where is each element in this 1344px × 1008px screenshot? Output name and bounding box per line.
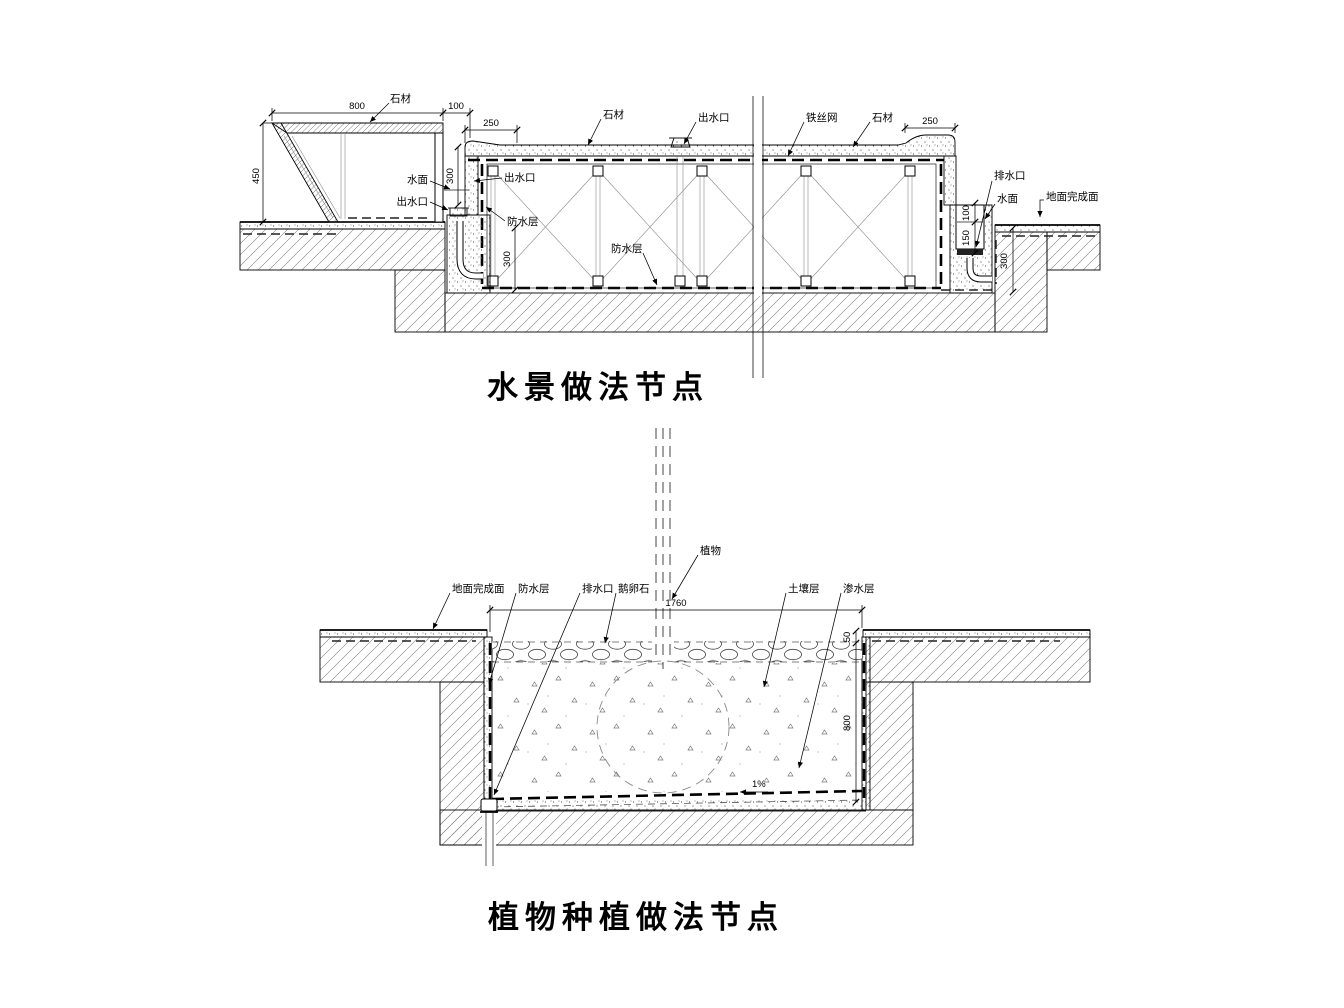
soil-layer <box>492 638 862 794</box>
dim-100: 100 <box>448 101 464 112</box>
pool-cross-braces <box>492 169 911 285</box>
pit-drain <box>480 798 498 868</box>
dim-150: 150 <box>961 230 972 246</box>
planting-surface-band <box>319 629 1091 642</box>
planting-ground-hatch <box>319 636 1091 846</box>
planting-annotations: 地面完成面 防水层 排水口 鹅卵石 植物 土壤层 渗水层 <box>432 544 875 796</box>
label-plant: 植物 <box>700 544 721 557</box>
label-outlet-left: 出水口 <box>397 195 429 208</box>
plant-stem <box>655 428 671 669</box>
label-waterproof-p: 防水层 <box>518 582 550 595</box>
left-outlet-trench <box>444 189 491 294</box>
planting-dimensions: 1760 50 800 <box>486 598 866 806</box>
dim-250-left: 250 <box>483 118 499 129</box>
dim-450: 450 <box>251 168 262 184</box>
dim-50: 50 <box>842 632 853 643</box>
scupper-structure <box>270 122 444 223</box>
cobblestone-layer <box>492 641 862 663</box>
planting-detail-title: 植物种植做法节点 <box>488 900 784 935</box>
label-outlet-pool: 出水口 <box>504 171 536 184</box>
dim-300-lower: 300 <box>502 251 513 267</box>
pool-stone-slab <box>464 134 957 216</box>
label-ground-finish-p: 地面完成面 <box>452 582 505 595</box>
dim-300-basin: 300 <box>445 168 456 184</box>
water-annotations: 石材 石材 出水口 铁丝网 石材 水面 出水口 出水口 防水层 防水层 排水口 … <box>369 92 1099 286</box>
label-stone-1: 石材 <box>390 92 411 105</box>
label-seepage: 渗水层 <box>843 582 875 595</box>
dim-800-depth: 800 <box>842 715 853 731</box>
label-slope: 1% <box>752 779 766 790</box>
label-water-surface-left: 水面 <box>407 174 428 186</box>
label-drain-p: 排水口 <box>582 582 614 595</box>
label-cobblestone: 鹅卵石 <box>618 582 650 595</box>
dim-250-right: 250 <box>922 116 938 127</box>
right-drain-trench <box>949 204 993 294</box>
label-water-surface-right: 水面 <box>997 193 1018 205</box>
pool-support-posts <box>487 165 916 287</box>
label-stone-3: 石材 <box>872 111 893 124</box>
label-waterproof-center: 防水层 <box>611 242 643 255</box>
label-outlet-top: 出水口 <box>698 111 730 124</box>
planting-detail: 1% 1760 50 800 <box>319 428 1091 935</box>
label-drain-right: 排水口 <box>994 169 1026 182</box>
water-feature-detail: 800 100 450 250 300 300 250 100 <box>239 92 1101 405</box>
water-dimensions: 800 100 450 250 300 300 250 100 <box>251 101 1017 296</box>
label-soil: 土壤层 <box>788 582 820 595</box>
label-stone-2: 石材 <box>603 108 624 121</box>
label-waterproof-left: 防水层 <box>507 215 539 228</box>
label-ground-finish: 地面完成面 <box>1046 190 1099 203</box>
dim-100-right: 100 <box>961 205 972 221</box>
dim-800: 800 <box>349 101 365 112</box>
seepage-bottom-layer: 1% <box>484 779 866 812</box>
water-detail-title: 水景做法节点 <box>487 370 709 405</box>
label-wire-mesh: 铁丝网 <box>806 111 838 124</box>
section-break-lines <box>752 96 764 378</box>
dim-1760: 1760 <box>665 598 686 609</box>
dim-300-right: 300 <box>999 253 1010 269</box>
